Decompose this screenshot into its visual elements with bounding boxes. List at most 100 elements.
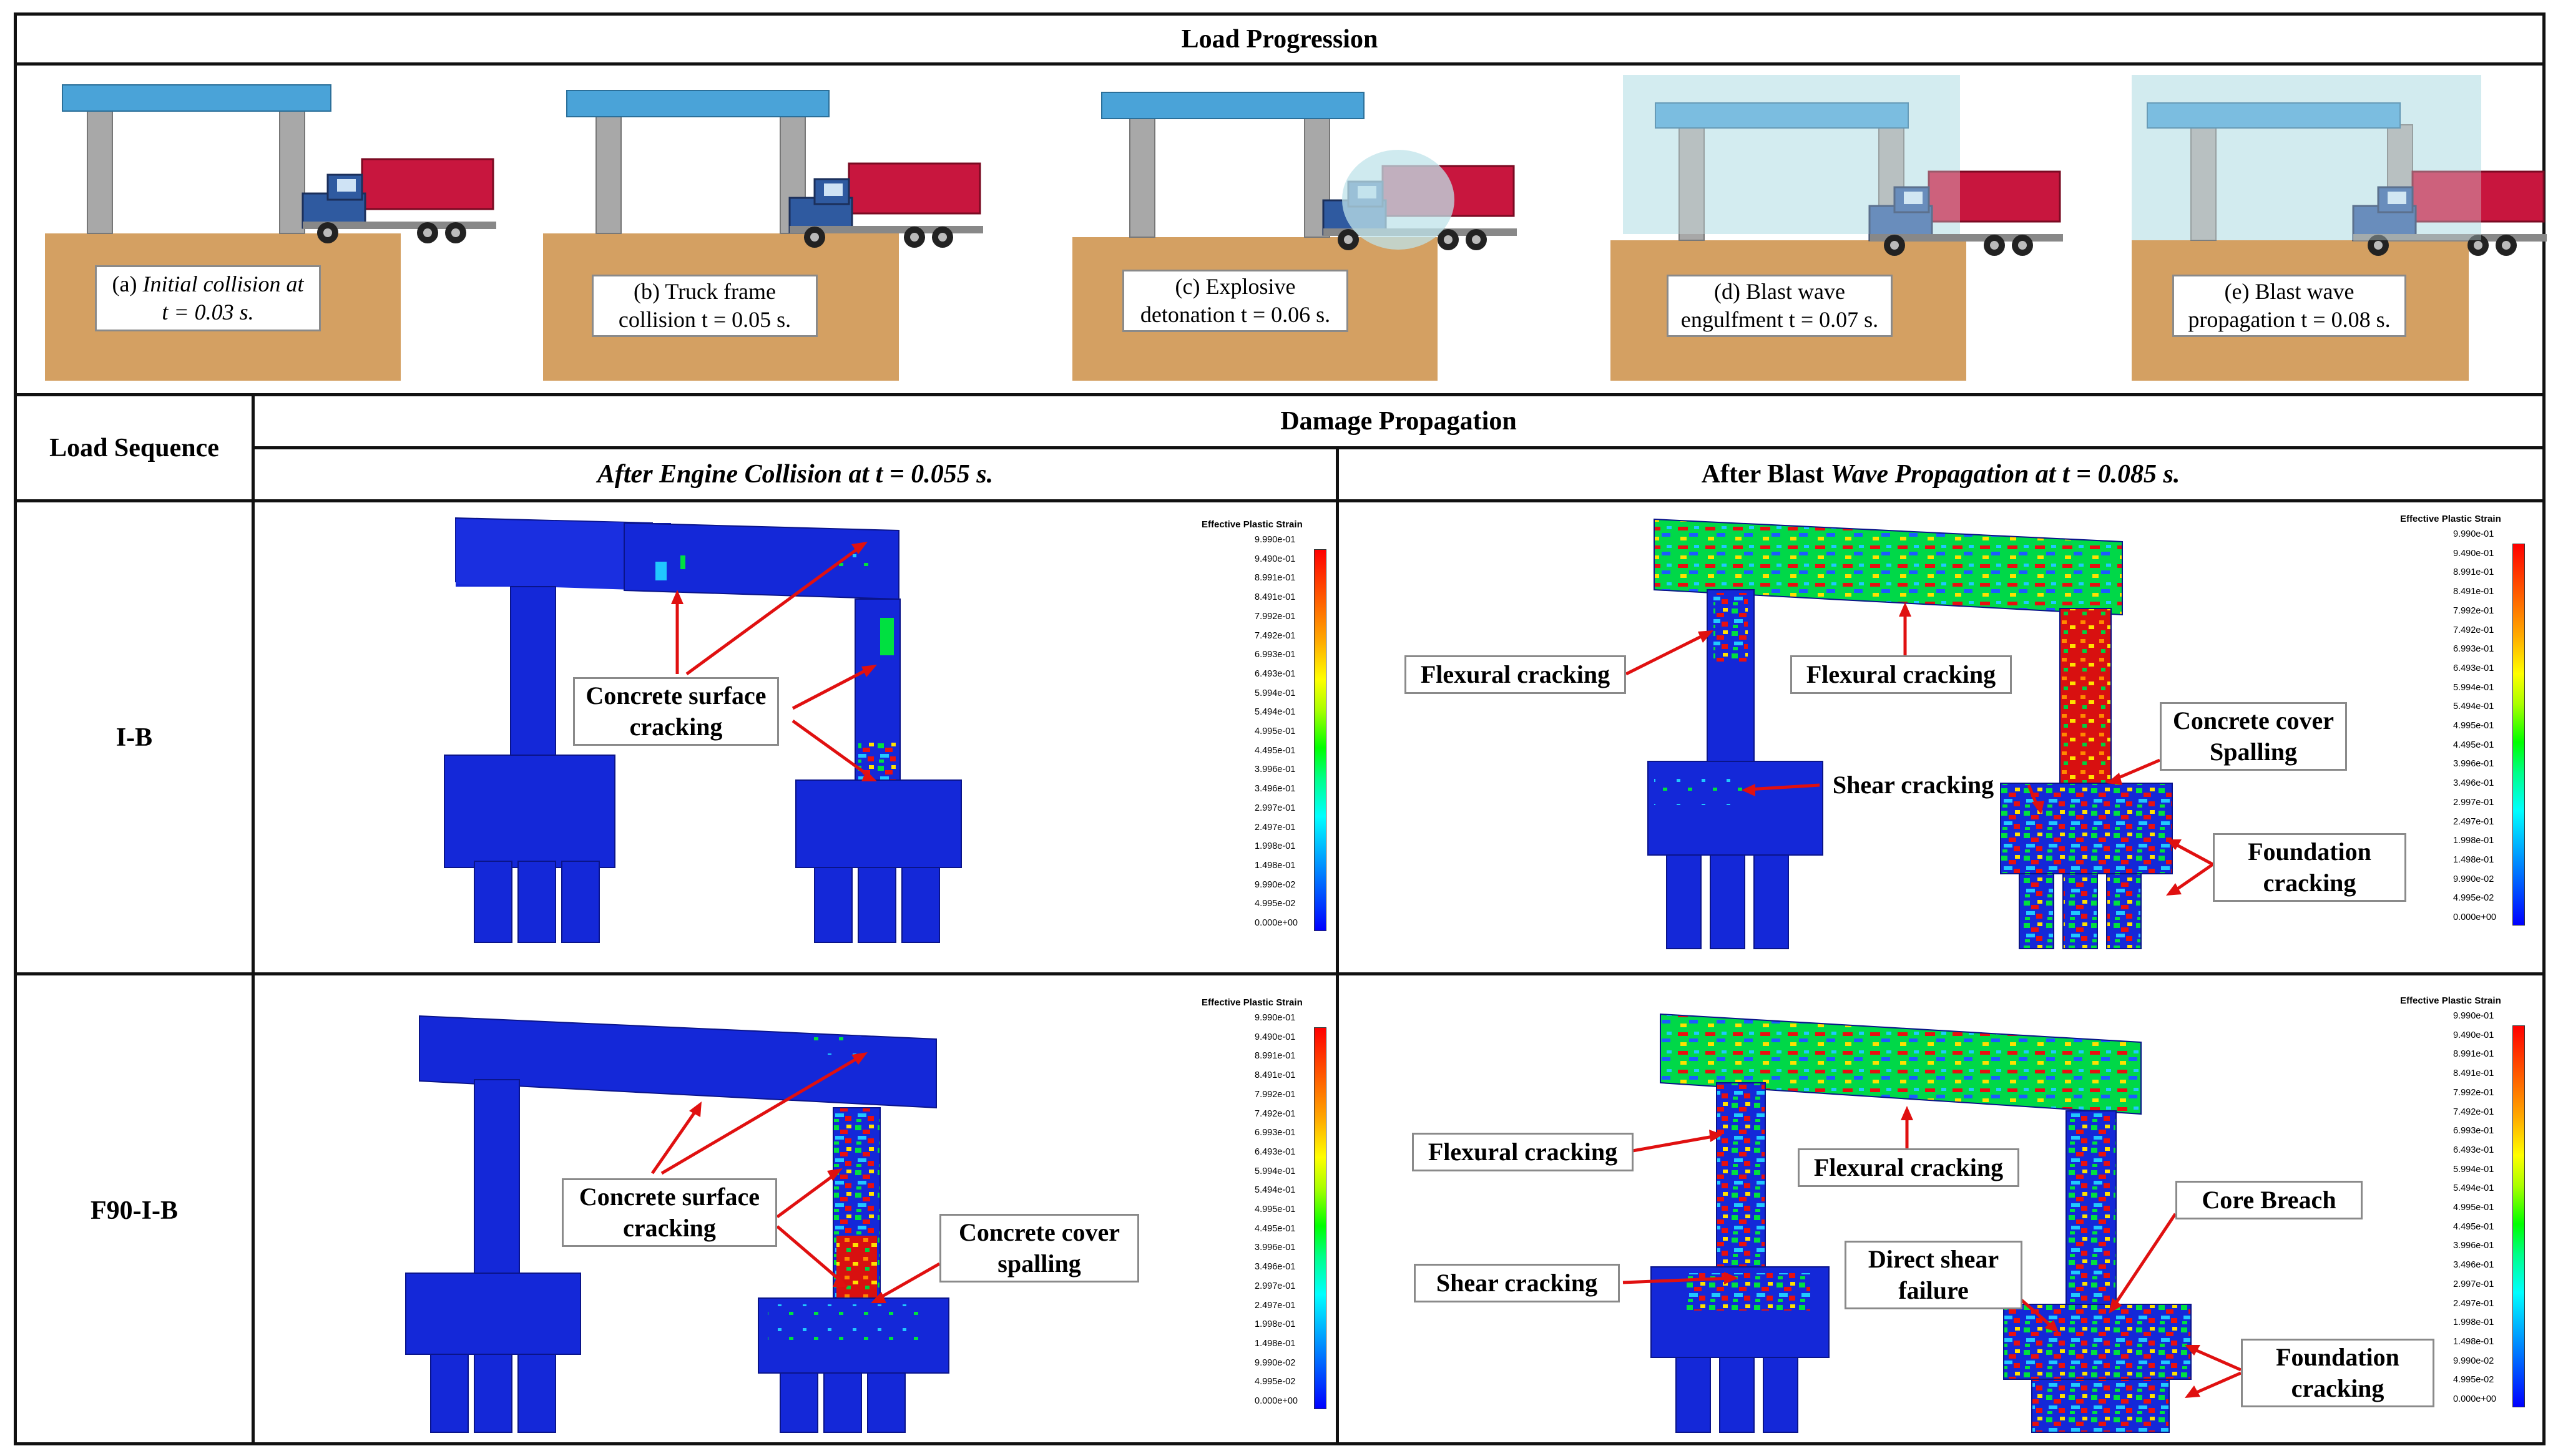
legend-tick-label: 8.491e-01 [1255, 1070, 1296, 1081]
engine-collision-header: After Engine Collision at t = 0.055 s. [597, 460, 994, 489]
legend-tick-label: 5.994e-01 [2453, 1164, 2494, 1175]
row-divider-5 [14, 972, 2546, 975]
legend-tick-label: 7.992e-01 [2453, 1087, 2494, 1098]
legend-tick-label: 9.990e-01 [1255, 1013, 1296, 1023]
stage-e-caption: (e) Blast wave propagation t = 0.08 s. [2172, 275, 2406, 337]
stage-d-caption-line1: (d) Blast wave [1714, 279, 1845, 304]
legend-tick-label: 3.996e-01 [2453, 1241, 2494, 1251]
legend-tick-label: 8.991e-01 [2453, 567, 2494, 578]
f90-blast-flexural-beam-callout: Flexural cracking [1798, 1148, 2019, 1187]
legend-tick-label: 4.995e-01 [1255, 1204, 1296, 1215]
callout-line: Concrete cover [958, 1218, 1120, 1246]
legend-tick-label: 2.997e-01 [2453, 1279, 2494, 1289]
f90-engine-model [405, 1015, 949, 1433]
legend-tick-label: 0.000e+00 [1255, 918, 1298, 929]
legend-tick-label: 3.496e-01 [2453, 778, 2494, 789]
row-label-ib: I-B [115, 723, 153, 752]
legend-tick-label: 9.990e-02 [2453, 1356, 2494, 1366]
legend-tick-label: 7.992e-01 [1255, 611, 1296, 622]
legend-tick-label: 9.990e-01 [1255, 535, 1296, 545]
legend-tick-label: 9.490e-01 [1255, 1032, 1296, 1042]
stage-d-caption: (d) Blast wave engulfment t = 0.07 s. [1667, 275, 1893, 337]
stage-b-caption: (b) Truck frame collision t = 0.05 s. [592, 275, 818, 337]
legend-tick-label: 1.498e-01 [2453, 854, 2494, 865]
table-frame [14, 12, 2546, 1445]
f90-blast-flexural-left-callout: Flexural cracking [1412, 1133, 1634, 1171]
legend-tick-label: 9.990e-01 [2453, 1011, 2494, 1021]
stage-b-caption-line2: collision t = 0.05 s. [618, 307, 791, 332]
callout-line: cracking [623, 1214, 716, 1242]
legend-tick-label: 0.000e+00 [2453, 1394, 2496, 1405]
row-label-f90ib: F90-I-B [91, 1196, 178, 1225]
legend-tick-label: 2.997e-01 [1255, 803, 1296, 813]
legend-tick-label: 1.498e-01 [2453, 1336, 2494, 1347]
legend-tick-label: 4.495e-01 [1255, 1223, 1296, 1234]
stage-e-caption-line1: (e) Blast wave [2224, 279, 2355, 304]
legend-tick-label: 2.497e-01 [2453, 1298, 2494, 1309]
legend-tick-label: 4.995e-02 [2453, 1375, 2494, 1385]
legend-tick-label: 4.995e-01 [2453, 721, 2494, 731]
legend-tick-label: 1.498e-01 [1255, 860, 1296, 871]
stage-b-caption-line1: (b) Truck frame [634, 279, 776, 304]
legend-tick-label: 9.990e-02 [2453, 874, 2494, 884]
callout-line: Concrete surface [579, 1183, 760, 1211]
legend-tick-label: 5.494e-01 [1255, 1185, 1296, 1196]
callout-line: cracking [2291, 1374, 2384, 1402]
f90-blast-shear-callout: Shear cracking [1414, 1264, 1620, 1302]
legend-tick-label: 6.493e-01 [1255, 1146, 1296, 1157]
callout-line: Foundation [2276, 1343, 2399, 1371]
legend-tick-label: 5.994e-01 [1255, 1166, 1296, 1176]
callout-line: Foundation [2248, 838, 2371, 866]
legend-tick-label: 3.496e-01 [1255, 1262, 1296, 1273]
legend-tick-label: 7.992e-01 [1255, 1089, 1296, 1100]
legend-tick-label: 9.990e-02 [1255, 879, 1296, 890]
arrow-heads [671, 542, 2200, 1398]
legend-tick-label: 0.000e+00 [2453, 912, 2496, 923]
legend-tick-label: 4.495e-01 [2453, 740, 2494, 750]
stage-c-caption-line1: (c) Explosive [1175, 274, 1296, 299]
legend-tick-label: 7.492e-01 [2453, 625, 2494, 635]
legend-tick-label: 8.991e-01 [2453, 1049, 2494, 1060]
legend-tick-label: 5.994e-01 [1255, 688, 1296, 698]
legend-tick-label: 6.993e-01 [1255, 650, 1296, 660]
f90-blast-core-callout: Core Breach [2175, 1181, 2363, 1219]
legend-tick-label: 1.998e-01 [1255, 841, 1296, 852]
legend-tick-label: 5.994e-01 [2453, 682, 2494, 693]
legend-tick-label: 2.497e-01 [1255, 1300, 1296, 1311]
legend-tick-label: 3.996e-01 [1255, 1243, 1296, 1253]
stage-a-caption: (a) Initial collision at t = 0.03 s. [95, 265, 321, 331]
ib-blast-cover-callout: Concrete cover Spalling [2160, 702, 2347, 771]
f90-blast-foundation-callout: Foundation cracking [2241, 1339, 2434, 1407]
callout-arrows [650, 544, 2242, 1397]
legend-tick-label: 7.492e-01 [1255, 630, 1296, 641]
legend-tick-label: 6.493e-01 [2453, 1145, 2494, 1155]
stage-a-caption-italic: Initial collision at [142, 271, 304, 296]
ib-engine-model [444, 517, 962, 943]
legend-tick-label: 8.991e-01 [1255, 573, 1296, 584]
legend-tick-label: 0.000e+00 [1255, 1396, 1298, 1407]
legend-title: Effective Plastic Strain [2400, 514, 2501, 524]
stage-d-caption-line2: engulfment t = 0.07 s. [1680, 307, 1879, 332]
legend-tick-label: 3.496e-01 [1255, 784, 1296, 794]
legend-tick-label: 3.996e-01 [2453, 759, 2494, 770]
f90-engine-cover-callout: Concrete cover spalling [939, 1214, 1139, 1283]
legend-tick-label: 1.998e-01 [2453, 1317, 2494, 1328]
callout-line: Concrete surface [586, 682, 767, 710]
legend-tick-label: 6.993e-01 [2453, 1126, 2494, 1136]
row-divider-2 [14, 393, 2546, 396]
legend-tick-label: 4.995e-01 [1255, 726, 1296, 737]
legend-tick-label: 7.492e-01 [1255, 1108, 1296, 1119]
legend-tick-label: 3.496e-01 [2453, 1260, 2494, 1271]
legend-tick-label: 4.495e-01 [2453, 1221, 2494, 1232]
legend-tick-label: 6.493e-01 [1255, 668, 1296, 679]
legend-tick-label: 5.494e-01 [1255, 707, 1296, 718]
ib-blast-model [1647, 518, 2173, 949]
col-divider-2 [1336, 446, 1339, 1445]
